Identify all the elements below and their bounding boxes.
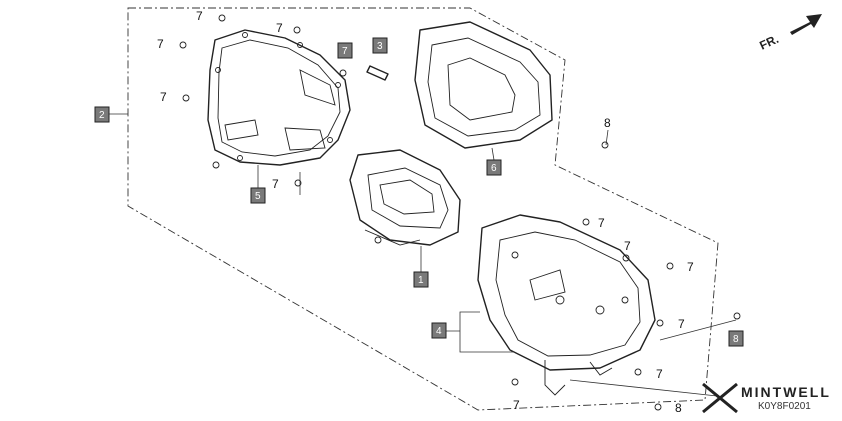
callout-8: 8 <box>675 401 682 415</box>
callout-8: 8 <box>604 116 611 130</box>
box-label-3: 3 <box>377 41 383 52</box>
front-direction-indicator: FR. <box>757 14 822 53</box>
bezel-frame <box>414 21 553 149</box>
screw-icons <box>179 14 741 411</box>
arrow-icon <box>790 14 822 35</box>
box-label-6: 6 <box>491 163 497 174</box>
callout-7: 7 <box>687 260 694 274</box>
meter-unit <box>349 149 461 246</box>
brand-name: MINTWELL <box>741 384 831 400</box>
watermark: MINTWELL K0Y8F0201 <box>702 382 831 414</box>
upper-cover <box>207 29 351 166</box>
callout-7: 7 <box>656 367 663 381</box>
callout-7: 7 <box>624 239 631 253</box>
boxed-callouts: 2 7 3 5 6 1 4 8 <box>94 37 744 347</box>
diagram-code: K0Y8F0201 <box>758 401 811 412</box>
callout-7: 7 <box>196 9 203 23</box>
callout-7: 7 <box>678 317 685 331</box>
leader-lines <box>102 113 737 397</box>
direction-label: FR. <box>757 32 780 53</box>
box-label-5: 5 <box>255 191 261 202</box>
box-label-8: 8 <box>733 334 739 345</box>
box-label-1: 1 <box>418 275 424 286</box>
callout-7: 7 <box>272 177 279 191</box>
callout-7: 7 <box>513 398 520 412</box>
logo-icon <box>702 382 738 414</box>
callout-7: 7 <box>276 21 283 35</box>
callout-numbers: 7 7 7 7 7 8 7 7 7 7 7 7 8 <box>157 9 694 415</box>
assembly-outline <box>127 7 719 411</box>
lower-case <box>477 214 656 396</box>
callout-7: 7 <box>157 37 164 51</box>
pad <box>366 65 389 81</box>
box-label-4: 4 <box>436 326 442 337</box>
box-label-7: 7 <box>342 46 348 57</box>
box-label-2: 2 <box>99 110 105 121</box>
callout-7: 7 <box>598 216 605 230</box>
callout-7: 7 <box>160 90 167 104</box>
